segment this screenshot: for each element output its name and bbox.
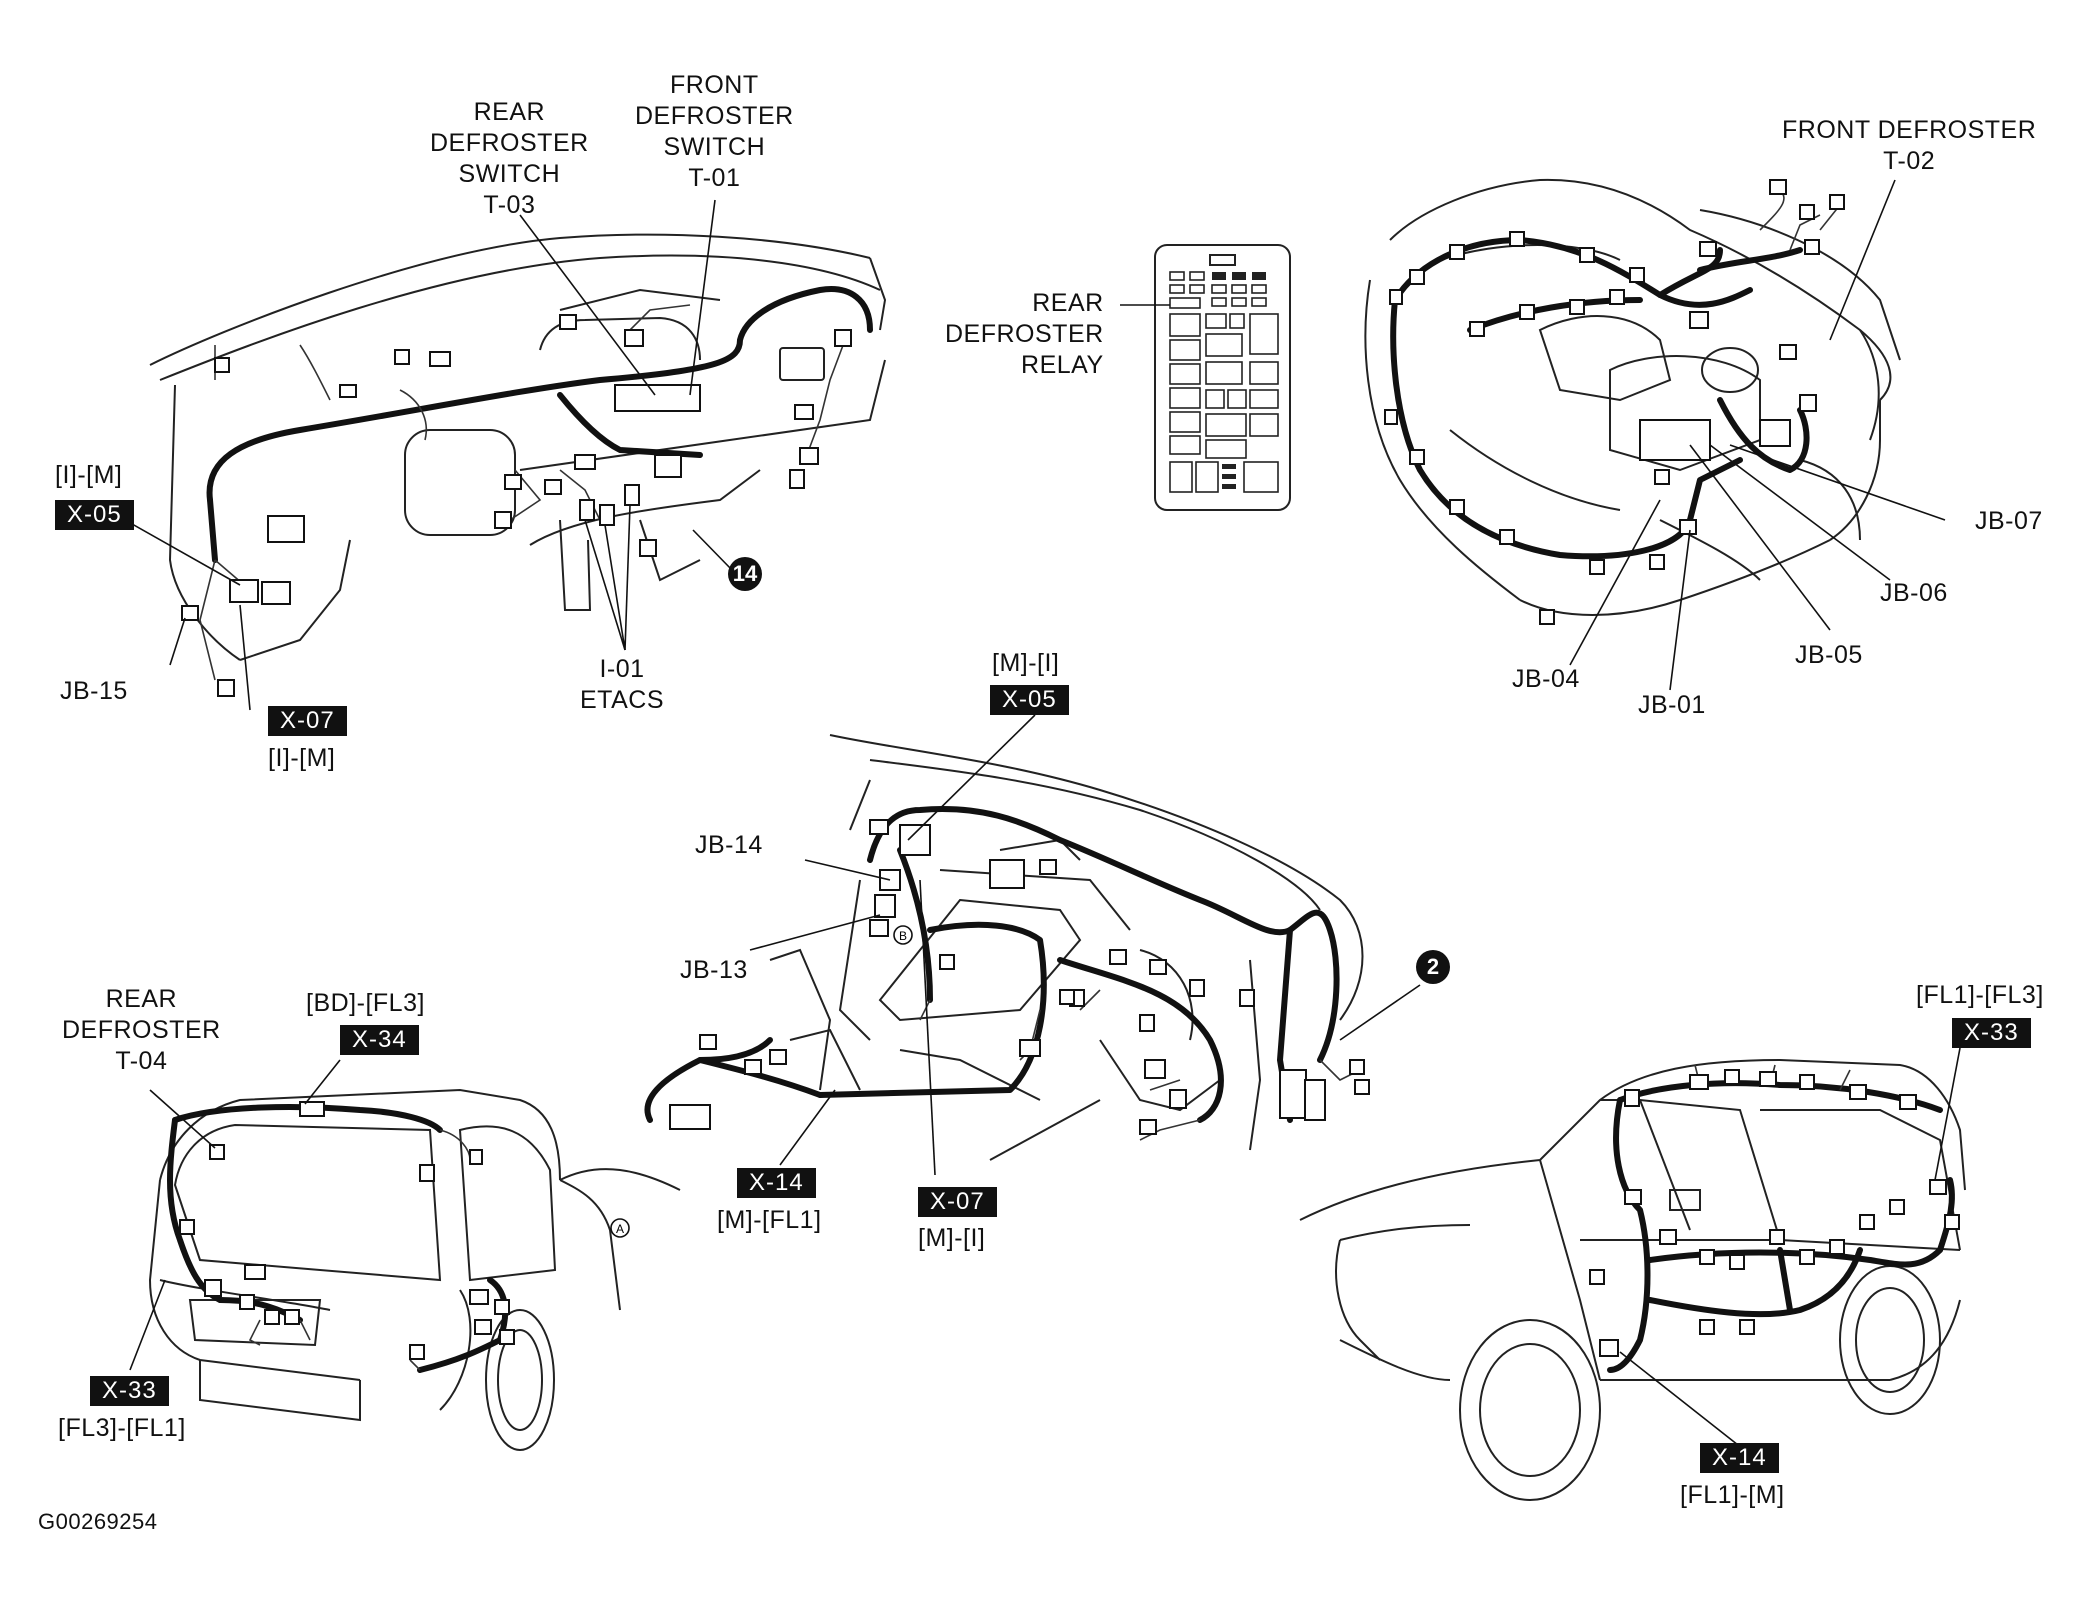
connector-x33-rear-tag: X-33: [90, 1376, 169, 1406]
connector-fl1-fl3-label: [FL1]-[FL3]: [1916, 981, 2044, 1009]
connector-m-fl1-label: [M]-[FL1]: [717, 1206, 822, 1234]
connector-x14-cabin-tag: X-14: [737, 1168, 816, 1198]
dashboard-illustration: [149, 233, 887, 697]
rear-defroster-switch-label: REAR DEFROSTER SWITCH T-03: [430, 98, 589, 219]
connector-im-bottom-label: [I]-[M]: [268, 744, 336, 772]
front-defroster-label: FRONT DEFROSTER T-02: [1782, 116, 2037, 175]
leader-lines: [124, 179, 1961, 1446]
circled-mark-b: B: [893, 925, 913, 945]
connector-x05-tag: X-05: [55, 500, 134, 530]
rear-car-illustration: [148, 1088, 681, 1451]
side-car-illustration: [1299, 1058, 1966, 1501]
jb06-label: JB-06: [1880, 579, 1948, 607]
jb07-label: JB-07: [1975, 507, 2043, 535]
front-defroster-switch-label: FRONT DEFROSTER SWITCH T-01: [635, 71, 794, 192]
callout-14-bullet: 14: [728, 557, 762, 591]
jb05-label: JB-05: [1795, 641, 1863, 669]
callout-2-bullet: 2: [1416, 950, 1450, 984]
etacs-label: I-01 ETACS: [580, 655, 664, 714]
connector-x14-side-tag: X-14: [1700, 1443, 1779, 1473]
rear-defroster-t04-label: REAR DEFROSTER T-04: [62, 985, 221, 1075]
connector-fl3-fl1-label: [FL3]-[FL1]: [58, 1414, 186, 1442]
connector-x34-tag: X-34: [340, 1025, 419, 1055]
fuse-box-illustration: [1154, 244, 1291, 511]
jb01-label: JB-01: [1638, 691, 1706, 719]
connector-x33-side-tag: X-33: [1952, 1018, 2031, 1048]
connector-im-top-label: [I]-[M]: [55, 461, 123, 489]
connector-mi-bottom-label: [M]-[I]: [918, 1224, 986, 1252]
connector-x07-tag: X-07: [268, 706, 347, 736]
connector-bd-fl3-label: [BD]-[FL3]: [306, 989, 425, 1017]
circled-mark-a: A: [610, 1218, 630, 1238]
circled-mark-a-text: A: [616, 1222, 624, 1236]
jb15-label: JB-15: [60, 677, 128, 705]
connector-x07-cabin-tag: X-07: [918, 1187, 997, 1217]
circled-mark-b-text: B: [899, 929, 907, 943]
connector-fl1-m-label: [FL1]-[M]: [1680, 1481, 1785, 1509]
connector-x05-cabin-tag: X-05: [990, 685, 1069, 715]
jb13-label: JB-13: [680, 956, 748, 984]
engine-bay-illustration: [1364, 178, 1901, 625]
jb04-label: JB-04: [1512, 665, 1580, 693]
figure-id: G00269254: [38, 1509, 158, 1534]
rear-defroster-relay-label: REAR DEFROSTER RELAY: [945, 289, 1104, 379]
connector-mi-top-label: [M]-[I]: [992, 649, 1060, 677]
jb14-label: JB-14: [695, 831, 763, 859]
cabin-console-illustration: [644, 734, 1370, 1161]
